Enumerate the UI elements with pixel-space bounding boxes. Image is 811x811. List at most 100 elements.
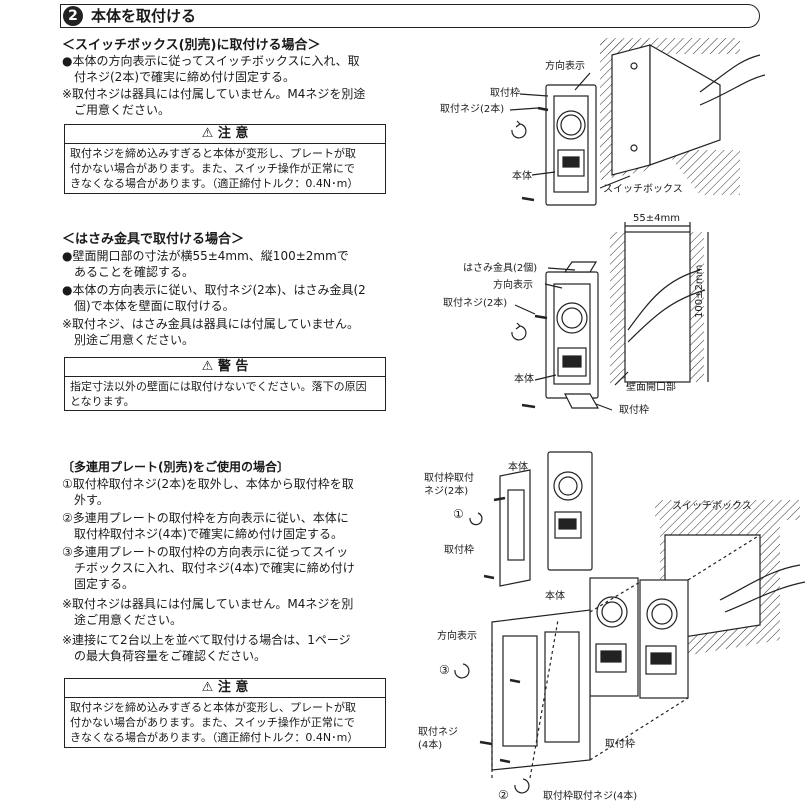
leader-direction — [544, 283, 563, 289]
caution-line-2: 付かない場合があります。また、スイッチ操作が正常にで — [70, 162, 355, 175]
warning-triangle-icon: ⚠ — [201, 680, 214, 695]
leader-switchbox — [599, 175, 631, 189]
leader-screw — [514, 304, 536, 315]
fig3-direction-label: 方向表示 — [437, 631, 477, 642]
fig2-direction-label: 方向表示 — [493, 280, 533, 291]
cable — [699, 54, 761, 93]
clamp-line-1: ●壁面開口部の寸法が横55±4mm、縦100±2mmで — [62, 249, 349, 263]
clamp-line-2: あることを確認する。 — [62, 265, 195, 279]
dimmer-knob-inner — [558, 476, 578, 496]
fig2-body-label: 本体 — [514, 374, 534, 385]
box-hole — [630, 144, 638, 152]
caution-title: 注 意 — [217, 126, 249, 141]
plate-line-11: の最大負荷容量をご確認ください。 — [62, 649, 267, 663]
guide-dashed — [687, 534, 761, 581]
switchbox-side — [649, 43, 721, 166]
fig3-frame-bottom-label: 取付枠 — [605, 739, 635, 750]
fig3-step2: ② — [498, 788, 509, 802]
rotation-arrow — [469, 512, 483, 526]
caution-line-1: 取付ネジを締め込みすぎると本体が変形し、プレートが取 — [70, 701, 356, 714]
switch-indicator — [650, 652, 672, 665]
device-body-top — [547, 451, 593, 571]
figure-clamp-mount — [511, 222, 709, 411]
leader-opening — [614, 371, 629, 386]
clamp-line-3: ●本体の方向表示に従い、取付ネジ(2本)、はさみ金具(2 — [62, 283, 366, 297]
screw — [509, 678, 521, 684]
caution-header: ⚠ 注 意 — [65, 679, 385, 698]
dimmer-knob — [556, 302, 588, 334]
clamp-line-5: ※取付ネジ、はさみ金具は器具には付属していません。 — [62, 317, 359, 331]
dimmer-knob — [596, 596, 628, 628]
plate-line-3: ②多連用プレートの取付枠を方向表示に従い、本体に — [62, 511, 349, 525]
section-header: 2 本体を取付ける — [60, 4, 760, 28]
switchbox-caution-box: ⚠ 注 意 取付ネジを締め込みすぎると本体が変形し、プレートが取 付かない場合が… — [64, 124, 386, 194]
cable — [627, 289, 706, 343]
dimmer-knob — [553, 471, 583, 501]
screw — [499, 758, 511, 764]
frame-opening-right — [544, 631, 580, 743]
wall-hatch-left — [610, 232, 625, 384]
clamp-bracket-top — [563, 261, 598, 273]
leader-body — [534, 374, 557, 381]
switchbox-line-1: ●本体の方向表示に従ってスイッチボックスに入れ、取 — [62, 54, 360, 68]
switchbox-line-3: ※取付ネジは器具には付属していません。M4ネジを別途 — [62, 87, 366, 101]
leader-clamp — [547, 267, 576, 271]
screw-bottom — [521, 403, 536, 409]
fig2-height-dim: 100±2mm — [694, 264, 705, 318]
plate-line-4: 取付枠取付ネジ(4本)で確実に締め付け固定する。 — [62, 527, 344, 541]
fig3-body-top-label: 本体 — [508, 462, 528, 473]
screw-top — [537, 106, 549, 112]
switchbox-line-2: 付ネジ(2本)で確実に締め付け固定する。 — [62, 70, 295, 84]
warning-header: ⚠ 警 告 — [65, 358, 385, 377]
switch-indicator — [558, 518, 577, 530]
device-left — [589, 577, 639, 697]
screw-bottom — [521, 196, 535, 202]
arrowhead — [515, 322, 521, 330]
fig3-body-mid-label: 本体 — [545, 591, 565, 602]
plate-line-2: 外す。 — [62, 493, 109, 507]
wall-opening — [624, 231, 691, 383]
clamp-title: ＜はさみ金具で取付ける場合＞ — [62, 232, 245, 247]
fig1-screw-label: 取付ネジ(2本) — [440, 104, 505, 115]
box-hole — [630, 62, 638, 70]
clamp-line-4: 個)で本体を壁面に取付ける。 — [62, 299, 235, 313]
fig3-frame-screw-bottom-label: 取付枠取付ネジ(4本) — [543, 791, 638, 802]
warning-title: 警 告 — [217, 359, 249, 374]
leader-body — [531, 171, 556, 176]
warning-line-2: となります。 — [70, 395, 135, 408]
fig3-frame-screw-label-2: ネジ(2本) — [424, 486, 469, 497]
plate-line-9: 途ご用意ください。 — [62, 613, 183, 627]
wall-hatch-bottom — [665, 150, 740, 195]
warning-line-1: 指定寸法以外の壁面には取付けないでください。落下の原因 — [70, 380, 367, 393]
warning-triangle-icon: ⚠ — [201, 359, 214, 374]
cable — [724, 581, 806, 613]
screw — [479, 740, 493, 746]
fig3-screw-label-1: 取付ネジ — [418, 727, 458, 738]
guide-dashed — [529, 619, 559, 779]
caution-header: ⚠ 注 意 — [65, 125, 385, 144]
caution-line-3: きなくなる場合があります。（適正締付トルク：0.4N･m） — [70, 177, 359, 190]
arrowhead — [515, 120, 521, 128]
fig2-frame-label: 取付枠 — [619, 405, 649, 416]
fig2-opening-label: 壁面開口部 — [626, 382, 676, 393]
switch-indicator — [600, 650, 622, 663]
switchbox-title: ＜スイッチボックス(別売)に取付ける場合＞ — [62, 38, 321, 53]
plate-line-7: 固定する。 — [62, 577, 135, 591]
rotation-arrow — [511, 325, 527, 341]
screw — [483, 574, 495, 580]
caution-line-3: きなくなる場合があります。（適正締付トルク：0.4N･m） — [70, 731, 359, 744]
rotation-arrow — [514, 778, 530, 794]
plate-line-8: ※取付ネジは器具には付属していません。M4ネジを別 — [62, 597, 354, 611]
cable — [627, 269, 701, 331]
caution-body: 取付ネジを締め込みすぎると本体が変形し、プレートが取 付かない場合があります。ま… — [65, 698, 385, 747]
fig3-frame-screw-label-1: 取付枠取付 — [424, 473, 474, 484]
screw-top — [534, 314, 548, 320]
rotation-arrow — [454, 663, 470, 679]
section-number: 2 — [63, 6, 83, 26]
figure-switchbox-mount — [509, 38, 766, 206]
figure-plate-mount — [454, 451, 806, 794]
section-title: 本体を取付ける — [91, 7, 197, 25]
fig2-width-dim: 55±4mm — [633, 213, 680, 224]
device-right — [639, 579, 689, 699]
